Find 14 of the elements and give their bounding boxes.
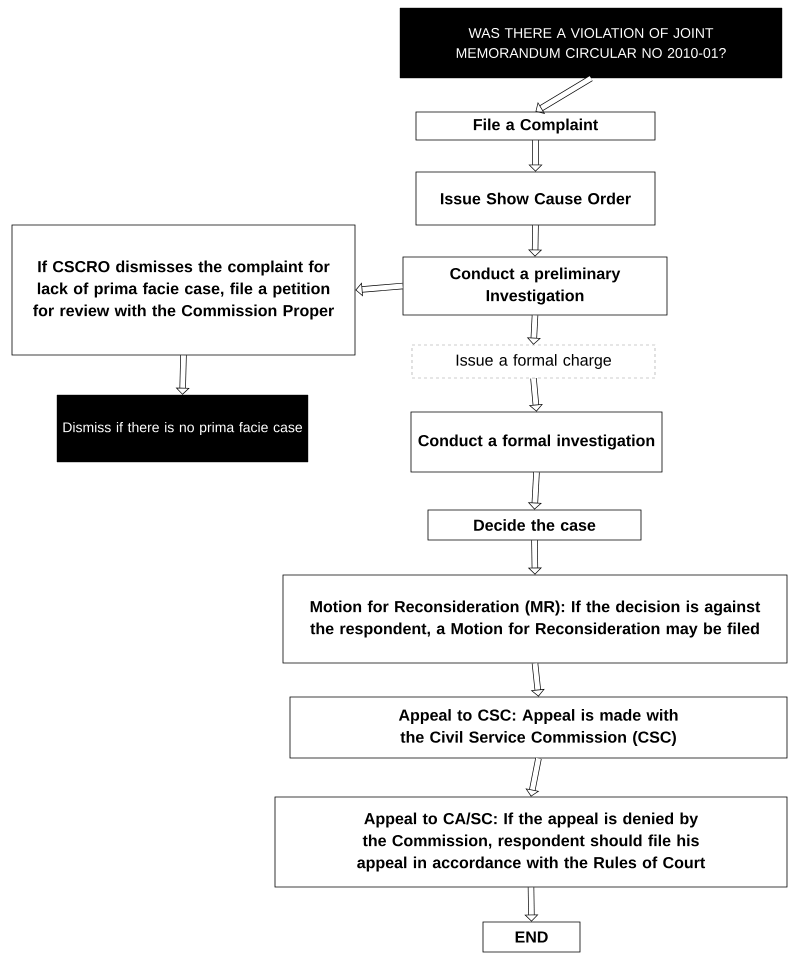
arrow — [536, 75, 593, 114]
process-box: Decide the case — [428, 510, 642, 540]
process-box: Issue a formal charge — [412, 344, 656, 378]
process-box: Appeal to CSC: Appeal is made with the Civil Service Commission (CSC) — [290, 696, 788, 758]
question-box: Dismiss if there is no prima facie case — [56, 394, 308, 462]
process-box: Appeal to CA/SC: If the appeal is denied by the Commission, respondent should file his appeal in accordance with the Rules of Court — [274, 796, 788, 888]
process-box: Conduct a formal investigation — [410, 412, 662, 472]
process-box: END — [482, 922, 580, 952]
process-box: Issue Show Cause Order — [416, 172, 656, 226]
process-box: Conduct a preliminary Investigation — [402, 256, 668, 316]
process-box: If CSCRO dismisses the complaint for lack of prima facie case, file a petition for review with the Commission Proper — [12, 224, 356, 356]
process-box: File a Complaint — [416, 112, 656, 140]
process-box: Motion for Reconsideration (MR): If the decision is against the respondent, a Motion for Reconsideration may be filed — [282, 574, 788, 664]
question-box: WAS THERE A VIOLATION OF JOINT MEMORANDUM CIRCULAR NO 2010-01? — [400, 8, 782, 78]
